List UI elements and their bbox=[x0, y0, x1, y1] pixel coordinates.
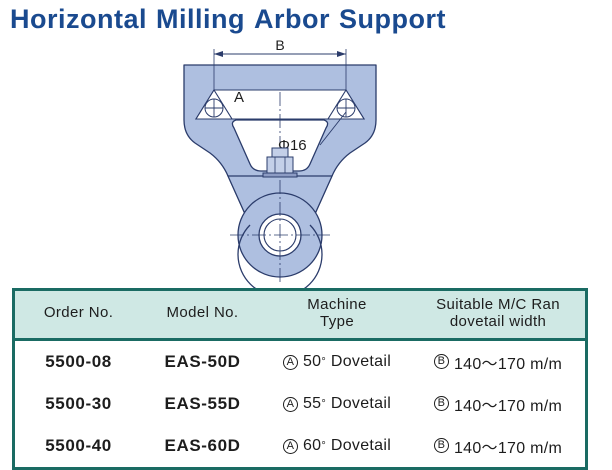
bore-leader-line bbox=[319, 111, 347, 146]
dovetail-angle-label-a: A bbox=[234, 89, 244, 106]
dimension-arrow-left bbox=[214, 51, 223, 57]
degree-symbol: ° bbox=[321, 440, 327, 453]
clamp-bolt-top bbox=[271, 147, 289, 158]
marker-a-icon: A bbox=[282, 396, 298, 412]
page-title-word-1: Horizontal bbox=[10, 4, 147, 34]
column-header-dovetail-width-line1: Suitable M/C Ran bbox=[436, 296, 561, 313]
cell-machine-type-angle: 55 bbox=[302, 395, 322, 413]
dovetail-left-triangle-top bbox=[195, 88, 233, 120]
dimension-label-b: B bbox=[275, 40, 284, 53]
table-row: 5500-40 EAS-60D A 60° Dovetail B 140～170… bbox=[15, 425, 585, 467]
degree-symbol: ° bbox=[321, 398, 327, 411]
column-header-machine-type: Machine Type bbox=[262, 291, 412, 341]
cell-model-no: EAS-50D bbox=[164, 351, 241, 371]
column-header-model-no-line1: Model No. bbox=[166, 304, 239, 322]
cell-machine-type-text: Dovetail bbox=[330, 353, 392, 371]
cell-order-no: 5500-40 bbox=[45, 435, 112, 455]
specification-table: Order No. Model No. Machine Type Suitabl… bbox=[12, 288, 588, 470]
column-header-order-no-line1: Order No. bbox=[43, 304, 114, 322]
page-title-word-3: Arbor bbox=[253, 4, 330, 34]
marker-b-icon: B bbox=[433, 396, 449, 412]
page-title: Horizontal Milling Arbor Support bbox=[10, 4, 455, 35]
cell-machine-type-angle: 60 bbox=[302, 437, 322, 455]
dimension-arrow-right bbox=[337, 51, 346, 57]
column-header-dovetail-width-line2: dovetail width bbox=[449, 312, 547, 330]
page-title-word-2: Milling bbox=[156, 4, 245, 34]
technical-drawing: A B Φ16 bbox=[160, 40, 450, 290]
cell-dovetail-width-text: 140～170 m/m bbox=[453, 355, 563, 373]
cell-order-no: 5500-08 bbox=[45, 351, 112, 371]
cell-dovetail-width: B 140～170 m/m bbox=[411, 425, 585, 467]
table-body: 5500-08 EAS-50D A 50° Dovetail B 140～170… bbox=[15, 339, 585, 467]
table-row: 5500-08 EAS-50D A 50° Dovetail B 140～170… bbox=[15, 339, 585, 383]
boss-outer-arc bbox=[237, 224, 323, 290]
cell-order-no: 5500-30 bbox=[45, 393, 112, 413]
marker-b-icon: B bbox=[433, 354, 449, 370]
marker-b-icon: B bbox=[433, 438, 449, 454]
cell-machine-type: A 60° Dovetail bbox=[263, 425, 411, 467]
column-header-machine-type-line1: Machine bbox=[307, 296, 367, 313]
table-header-row: Order No. Model No. Machine Type Suitabl… bbox=[15, 291, 585, 341]
cell-machine-type: A 50° Dovetail bbox=[263, 339, 411, 383]
cell-model-no: EAS-55D bbox=[164, 393, 241, 413]
page-title-word-4: Support bbox=[338, 4, 446, 34]
cell-model-no: EAS-60D bbox=[164, 435, 241, 455]
clamp-bolt-base bbox=[262, 172, 298, 178]
cell-machine-type-text: Dovetail bbox=[330, 437, 392, 455]
cell-dovetail-width-text: 140～170 m/m bbox=[453, 397, 563, 415]
dovetail-right-triangle-top bbox=[327, 88, 365, 120]
boss-blend-right bbox=[302, 202, 313, 240]
boss-blend-left bbox=[247, 202, 258, 240]
cell-machine-type: A 55° Dovetail bbox=[263, 383, 411, 425]
table-row: 5500-30 EAS-55D A 55° Dovetail B 140～170… bbox=[15, 383, 585, 425]
marker-a-icon: A bbox=[282, 438, 298, 454]
marker-a-icon: A bbox=[282, 354, 298, 370]
column-header-model-no: Model No. bbox=[142, 291, 263, 341]
column-header-order-no: Order No. bbox=[15, 291, 143, 341]
column-header-dovetail-width: Suitable M/C Ran dovetail width bbox=[411, 291, 585, 341]
cell-dovetail-width: B 140～170 m/m bbox=[411, 383, 585, 425]
cell-dovetail-width: B 140～170 m/m bbox=[411, 339, 585, 383]
cell-machine-type-text: Dovetail bbox=[330, 395, 392, 413]
column-header-machine-type-line2: Type bbox=[319, 312, 355, 330]
degree-symbol: ° bbox=[321, 356, 327, 369]
cell-dovetail-width-text: 140～170 m/m bbox=[453, 439, 563, 457]
clamp-bolt-body bbox=[266, 156, 294, 174]
cell-machine-type-angle: 50 bbox=[302, 353, 322, 371]
